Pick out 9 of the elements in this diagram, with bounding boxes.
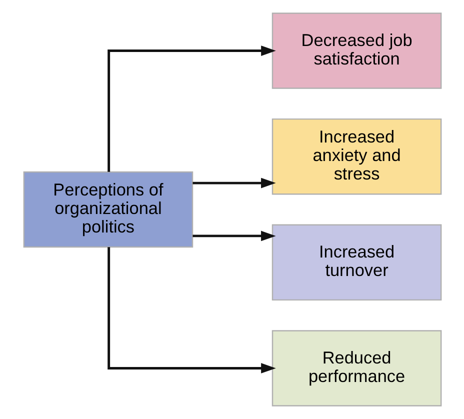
arrow — [107, 247, 276, 374]
arrow — [107, 46, 276, 172]
node-box: Increased turnover — [271, 224, 442, 301]
node-box: Reduced performance — [271, 330, 442, 406]
arrow — [192, 230, 276, 242]
node-box: Increased anxiety and stress — [271, 118, 442, 195]
node-box: Decreased job satisfaction — [271, 12, 442, 89]
node-box: Perceptions of organizational politics — [22, 171, 193, 248]
arrow — [192, 178, 276, 188]
